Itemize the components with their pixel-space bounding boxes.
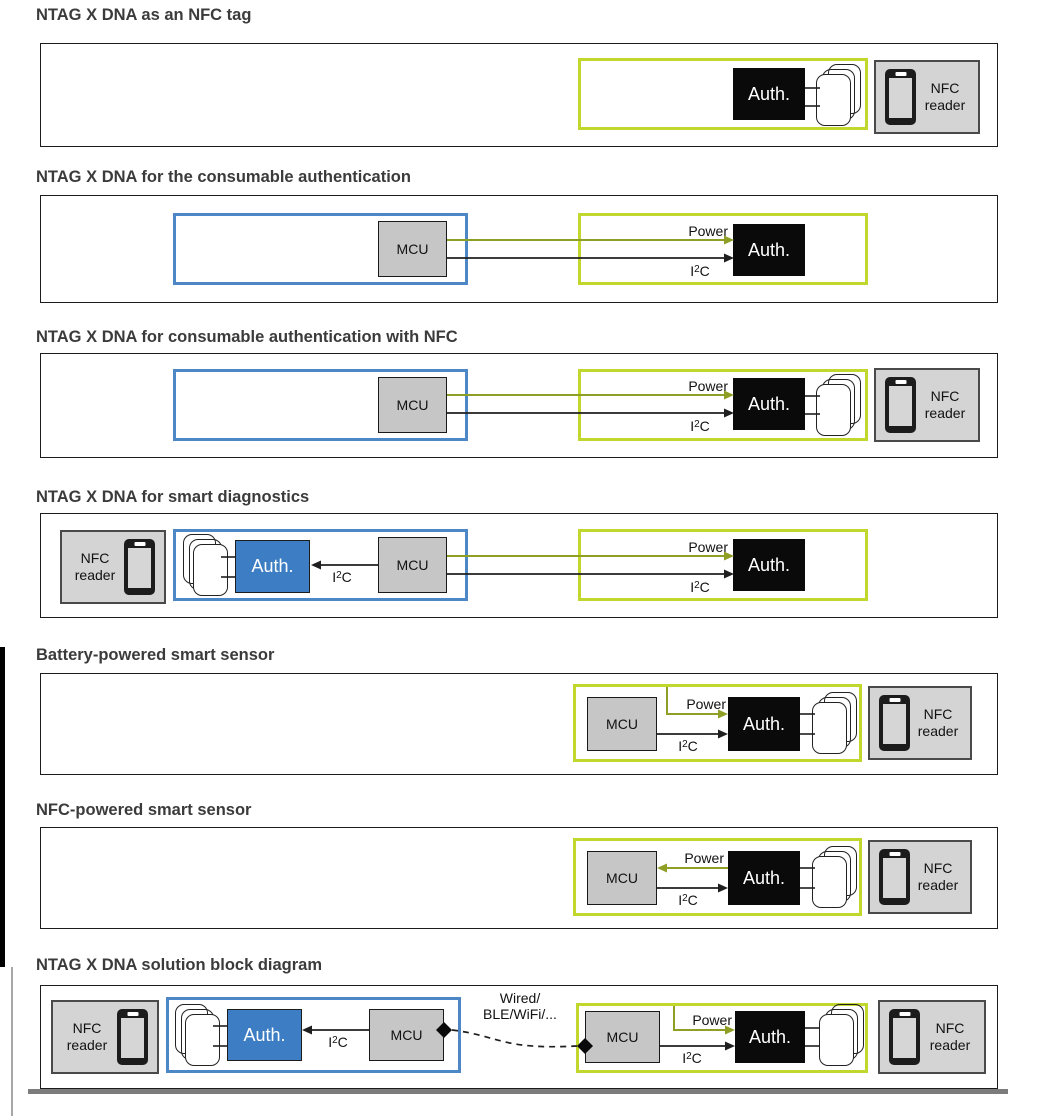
mcu-box: MCU (587, 851, 657, 905)
nfc-reader-label: NFC reader (917, 706, 959, 739)
section-title: NFC-powered smart sensor (36, 801, 252, 819)
product-module-green (573, 684, 862, 762)
nfc-reader-label: NFC reader (74, 550, 116, 583)
auth-chip-box-blue: Auth. (235, 540, 310, 593)
smartphone-icon (889, 1009, 920, 1065)
nfc-reader-box: NFC reader (874, 368, 980, 442)
product-module-green (578, 529, 868, 601)
phone-screen (883, 704, 906, 744)
antenna-coil-icon (819, 1004, 867, 1066)
page-edge-bar (0, 647, 5, 967)
nfc-reader-box: NFC reader (878, 1000, 986, 1074)
auth-chip-box: Auth. (735, 1011, 805, 1063)
mcu-box: MCU (378, 537, 447, 593)
nfc-reader-box: NFC reader (868, 840, 972, 914)
section-title: NTAG X DNA for smart diagnostics (36, 488, 310, 506)
antenna-coil-icon (180, 534, 228, 596)
page-bottom-edge (28, 1089, 1008, 1094)
product-module-blue (173, 213, 468, 285)
power-label: Power (688, 223, 728, 239)
product-module-green (573, 838, 862, 916)
page-edge-line (11, 967, 13, 1116)
auth-chip-box: Auth. (733, 539, 805, 591)
nfc-reader-label: NFC reader (924, 80, 966, 113)
auth-chip-box: Auth. (728, 851, 800, 905)
product-module-green (578, 213, 868, 285)
i2c-label: I2C (690, 263, 710, 279)
i2c-label: I2C (690, 418, 710, 434)
phone-screen (889, 386, 912, 426)
nfc-reader-box: NFC reader (874, 60, 980, 134)
product-module-blue (173, 369, 468, 441)
power-label: Power (688, 378, 728, 394)
power-label: Power (692, 1012, 732, 1028)
antenna-coil-icon (172, 1004, 220, 1066)
i2c-label: I2C (678, 738, 698, 754)
smartphone-icon (879, 849, 910, 905)
product-module-green (578, 58, 868, 130)
phone-speaker-icon (895, 380, 906, 384)
antenna-coil-icon (812, 846, 860, 908)
antenna-coil-icon (816, 64, 864, 126)
smartphone-icon (885, 377, 916, 433)
section-title: NTAG X DNA for consumable authentication… (36, 328, 458, 346)
auth-chip-box: Auth. (733, 378, 805, 430)
nfc-reader-box: NFC reader (51, 1000, 159, 1074)
nfc-reader-box: NFC reader (60, 530, 166, 604)
phone-screen (128, 548, 151, 588)
section-title: NTAG X DNA solution block diagram (36, 956, 323, 974)
nfc-reader-label: NFC reader (66, 1020, 108, 1053)
antenna-coil-icon (812, 692, 860, 754)
i2c-label: I2C (332, 569, 352, 585)
power-label: Power (686, 696, 726, 712)
mcu-box: MCU (378, 377, 447, 433)
power-label: Power (684, 850, 724, 866)
phone-screen (121, 1018, 144, 1058)
smartphone-icon (124, 539, 155, 595)
nfc-reader-label: NFC reader (929, 1020, 971, 1053)
product-module-green (578, 369, 868, 441)
phone-speaker-icon (134, 542, 145, 546)
section-title: NTAG X DNA for the consumable authentica… (36, 168, 411, 186)
phone-speaker-icon (127, 1012, 138, 1016)
smartphone-icon (885, 69, 916, 125)
product-module-blue (173, 529, 468, 601)
mcu-box: MCU (587, 697, 657, 751)
i2c-label: I2C (328, 1034, 348, 1050)
phone-screen (883, 858, 906, 898)
auth-chip-box-blue: Auth. (227, 1009, 302, 1061)
auth-chip-box: Auth. (733, 68, 805, 120)
phone-speaker-icon (895, 72, 906, 76)
auth-chip-box: Auth. (728, 697, 800, 751)
phone-speaker-icon (889, 698, 900, 702)
wired-link-label: Wired/ BLE/WiFi/... (483, 990, 557, 1022)
mcu-box: MCU (585, 1011, 660, 1063)
phone-speaker-icon (889, 852, 900, 856)
auth-chip-box: Auth. (733, 224, 805, 276)
nfc-reader-box: NFC reader (868, 686, 972, 760)
phone-speaker-icon (899, 1012, 910, 1016)
nfc-reader-label: NFC reader (924, 388, 966, 421)
smartphone-icon (117, 1009, 148, 1065)
section-title: NTAG X DNA as an NFC tag (36, 6, 252, 24)
power-label: Power (688, 539, 728, 555)
mcu-box: MCU (378, 221, 447, 277)
i2c-label: I2C (682, 1050, 702, 1066)
nfc-reader-label: NFC reader (917, 860, 959, 893)
i2c-label: I2C (678, 892, 698, 908)
phone-screen (893, 1018, 916, 1058)
mcu-box: MCU (369, 1009, 444, 1061)
phone-screen (889, 78, 912, 118)
section-title: Battery-powered smart sensor (36, 646, 275, 664)
antenna-coil-icon (816, 374, 864, 436)
smartphone-icon (879, 695, 910, 751)
i2c-label: I2C (690, 579, 710, 595)
